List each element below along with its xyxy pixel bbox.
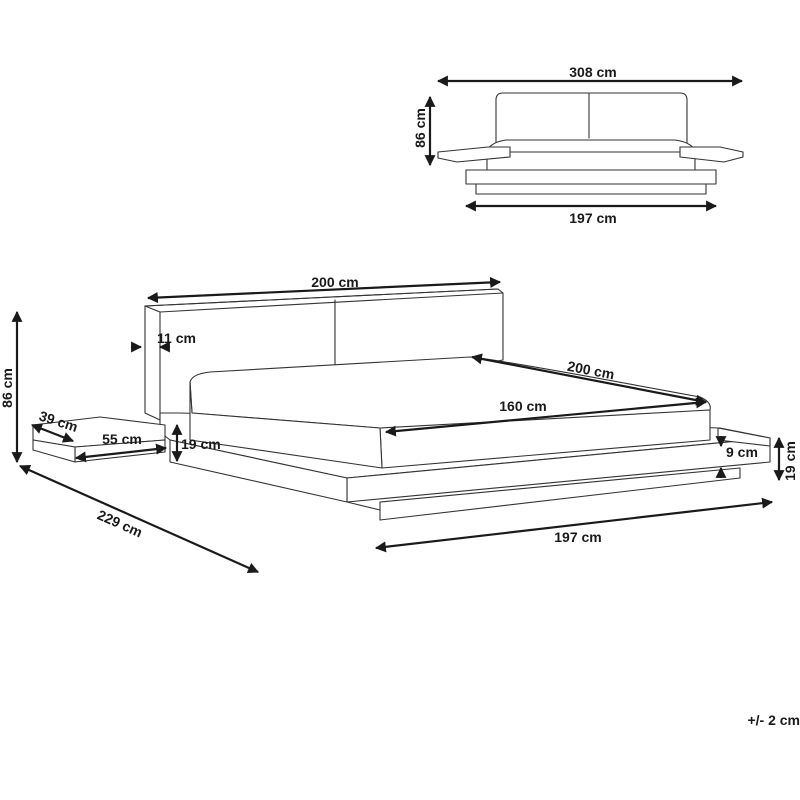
headboard-width-label: 200 cm [311, 274, 358, 290]
front-plinth [475, 183, 707, 195]
plinth-edge [346, 501, 381, 511]
mattress-length-dimension [470, 353, 708, 406]
total-height-label: 86 cm [0, 368, 15, 408]
nightstand-width-label: 55 cm [102, 431, 142, 447]
tolerance-note: +/- 2 cm [747, 712, 800, 728]
front-nightstand-left [437, 146, 511, 163]
nightstand-height-label: 19 cm [181, 436, 221, 452]
front-frame [465, 169, 717, 185]
total-width-dimension [374, 497, 774, 553]
nightstand-width-dimension [74, 443, 168, 463]
front-height-label: 86 cm [412, 108, 428, 148]
headboard-width-dimension [146, 276, 502, 304]
perspective-view: 200 cm 11 cm 200 cm 160 cm 86 cm 39 cm 5… [0, 274, 798, 574]
total-width-label: 197 cm [554, 529, 601, 545]
front-width-label: 308 cm [569, 64, 616, 80]
front-nightstand-right [679, 146, 744, 163]
nightstand-right [717, 427, 771, 447]
mattress-width-dimension [384, 397, 708, 437]
front-mattress [486, 139, 696, 171]
front-view: 308 cm 86 cm 197 cm [412, 64, 744, 226]
total-length-dimension [18, 464, 260, 574]
headboard-thickness-label: 11 cm [157, 330, 196, 346]
front-base-label: 197 cm [569, 210, 616, 226]
plinth-height-label: 9 cm [726, 444, 758, 460]
mattress-side [189, 381, 383, 469]
front-headboard [495, 92, 688, 149]
mattress-width-label: 160 cm [499, 398, 546, 414]
frame-height-label: 19 cm [782, 441, 798, 481]
nightstand-depth-dimension [30, 423, 75, 443]
